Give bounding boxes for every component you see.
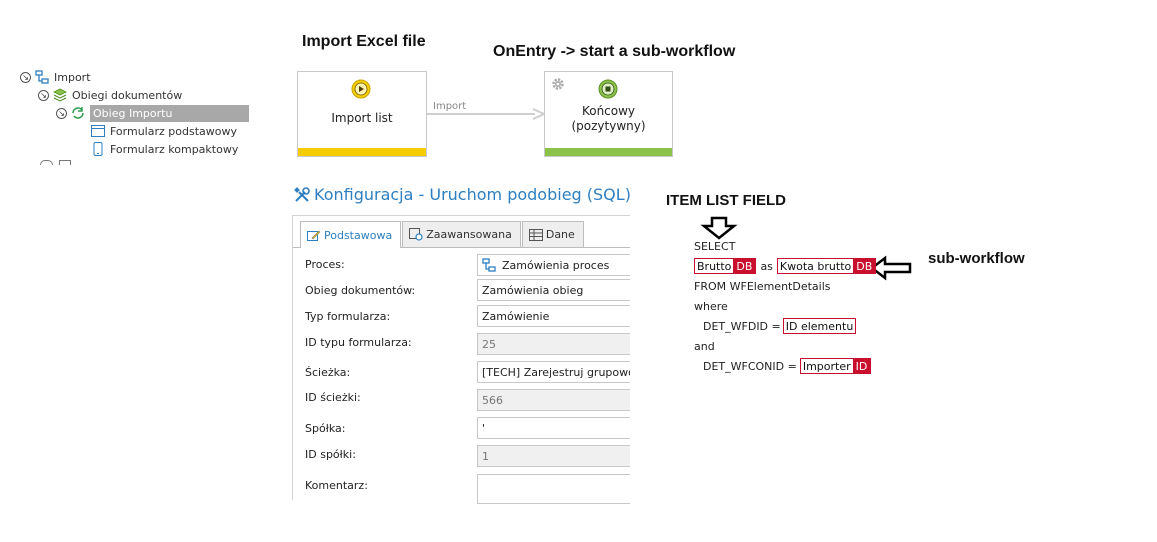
- table-icon: [528, 228, 543, 241]
- tree-item-import[interactable]: ↘ Import: [20, 68, 91, 86]
- field-id-spolki: 1: [477, 445, 637, 467]
- config-tabs: Podstawowa Zaawansowana Dane: [300, 221, 585, 248]
- form-icon: [91, 124, 105, 138]
- collapse-icon[interactable]: ↘: [20, 71, 31, 83]
- tree-label-form-basic: Formularz podstawowy: [110, 124, 237, 138]
- token-id-elementu[interactable]: ID elementu: [782, 318, 857, 334]
- field-obieg[interactable]: Zamówienia obieg: [477, 279, 637, 301]
- annotation-sub-workflow: sub-workflow: [928, 250, 1025, 267]
- step-bar-yellow: [298, 148, 426, 156]
- tree-label-docs: Obiegi dokumentów: [72, 88, 183, 102]
- field-id-sciezki: 566: [477, 389, 637, 411]
- tree-cut-off-icon: [59, 160, 71, 165]
- label-komentarz: Komentarz:: [305, 479, 368, 492]
- step-label-koncowy: Końcowy: [581, 104, 636, 118]
- sql-wfconid: DET_WFCONID =: [703, 359, 797, 373]
- workflow-step-koncowy[interactable]: Końcowy (pozytywny): [544, 71, 673, 157]
- tree-item-docs[interactable]: ↘ Obiegi dokumentów: [38, 86, 182, 104]
- tab-label: Dane: [545, 228, 575, 241]
- workflow-step-import-list[interactable]: Import list: [297, 71, 427, 157]
- config-panel: [292, 215, 630, 500]
- config-title-text: Konfiguracja - Uruchom podobieg (SQL): [314, 185, 631, 204]
- transition-label: Import: [433, 101, 467, 112]
- label-typ-formularza: Typ formularza:: [305, 310, 391, 323]
- process-icon: [35, 70, 49, 84]
- step-bar-green: [545, 148, 672, 156]
- tab-podstawowa[interactable]: Podstawowa: [300, 221, 402, 248]
- field-sciezka[interactable]: [TECH] Zarejestruj grupowo: [477, 361, 637, 383]
- process-icon: [482, 258, 496, 272]
- label-id-spolki: ID spółki:: [305, 448, 356, 461]
- play-icon: [351, 79, 371, 103]
- step-label-import-list: Import list: [331, 111, 393, 125]
- tab-label: Zaawansowana: [426, 228, 512, 241]
- annotation-import-excel: Import Excel file: [302, 33, 426, 50]
- arrow-down-icon: [700, 216, 738, 240]
- sql-wfdid: DET_WFDID =: [703, 319, 781, 333]
- label-obieg: Obieg dokumentów:: [305, 284, 416, 297]
- collapse-icon[interactable]: ↘: [38, 89, 49, 101]
- tools-icon: [293, 186, 311, 204]
- screenshot-crop-mask: [630, 200, 650, 510]
- sql-line-where: where: [694, 300, 728, 313]
- tree-label-selected: Obieg Importu: [90, 104, 249, 122]
- step-label-pozytywny: (pozytywny): [571, 119, 646, 133]
- field-spolka[interactable]: ': [477, 417, 637, 439]
- sql-line-wfdid: DET_WFDID = ID elementu: [703, 318, 857, 334]
- tree-label-form-compact: Formularz kompaktowy: [110, 142, 239, 156]
- layers-icon: [53, 88, 67, 102]
- tree-label-import: Import: [54, 70, 91, 84]
- tab-dane[interactable]: Dane: [521, 221, 584, 247]
- label-proces: Proces:: [305, 258, 345, 271]
- settings-form-icon: [409, 228, 423, 241]
- tree-cut-off-item: [40, 160, 53, 165]
- arrow-left-icon: [869, 255, 912, 281]
- label-spolka: Spółka:: [305, 422, 346, 435]
- sql-line-and: and: [694, 340, 715, 353]
- sql-line-from: FROM WFElementDetails: [694, 280, 831, 293]
- gear-icon[interactable]: [550, 76, 566, 96]
- tab-divider: [293, 247, 630, 248]
- field-typ-formularza[interactable]: Zamówienie: [477, 305, 637, 327]
- tree-item-form-compact[interactable]: Formularz kompaktowy: [91, 140, 238, 158]
- phone-icon: [91, 142, 105, 156]
- label-sciezka: Ścieżka:: [305, 366, 351, 379]
- label-id-typu: ID typu formularza:: [305, 336, 412, 349]
- field-proces[interactable]: Zamówienia proces: [477, 254, 637, 276]
- collapse-icon[interactable]: ↘: [56, 107, 67, 119]
- annotation-item-list-field: ITEM LIST FIELD: [666, 192, 786, 209]
- annotation-onentry: OnEntry -> start a sub-workflow: [493, 43, 736, 60]
- tree-item-obieg-importu[interactable]: ↘ Obieg Importu: [56, 104, 249, 122]
- sql-line-select: SELECT: [694, 240, 736, 253]
- edit-icon: [307, 229, 321, 242]
- cycle-icon: [71, 106, 85, 120]
- tab-zaawansowana[interactable]: Zaawansowana: [402, 221, 521, 247]
- field-komentarz[interactable]: [477, 474, 637, 504]
- field-value: Zamówienia proces: [502, 258, 610, 272]
- label-id-sciezki: ID ścieżki:: [305, 391, 361, 404]
- sql-as: as: [760, 259, 773, 273]
- field-id-typu: 25: [477, 333, 637, 355]
- config-title: Konfiguracja - Uruchom podobieg (SQL): [293, 185, 631, 204]
- tab-label: Podstawowa: [324, 228, 393, 242]
- stop-icon: [598, 79, 618, 103]
- tree-item-form-basic[interactable]: Formularz podstawowy: [91, 122, 237, 140]
